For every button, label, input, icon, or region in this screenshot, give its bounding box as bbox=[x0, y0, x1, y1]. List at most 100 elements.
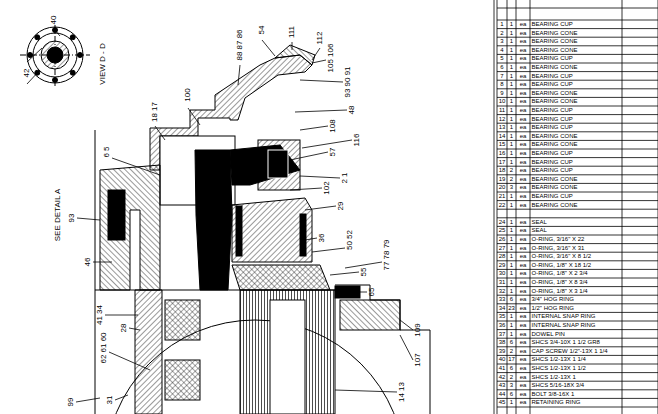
drawing-line bbox=[497, 260, 658, 261]
drawing-line bbox=[497, 355, 658, 356]
parts-description: O-RING, 1/8" X 8 3/4 bbox=[532, 278, 588, 287]
drawing-rect bbox=[165, 300, 200, 340]
drawing-line bbox=[497, 364, 658, 365]
parts-description: BEARING CUP bbox=[532, 54, 573, 63]
drawing-path bbox=[302, 140, 352, 148]
drawing-line bbox=[497, 114, 658, 115]
parts-table-cell: ea bbox=[516, 183, 530, 192]
parts-table-cell: ea bbox=[516, 252, 530, 261]
parts-table-cell: 24 bbox=[497, 218, 507, 227]
callout-number: 55 bbox=[360, 268, 368, 277]
callout-number: 65 bbox=[368, 288, 376, 297]
parts-table-cell: ea bbox=[516, 312, 530, 321]
drawing-line bbox=[497, 235, 658, 236]
view-note: SEE DETAIL A bbox=[54, 189, 62, 241]
callout-number: 77 78 79 bbox=[383, 239, 391, 270]
callout-number: 31 bbox=[106, 396, 114, 405]
parts-table-cell: 36 bbox=[497, 321, 507, 330]
parts-table-cell: 6 bbox=[507, 338, 516, 347]
parts-table-cell: ea bbox=[516, 355, 530, 364]
drawing-path bbox=[312, 60, 326, 63]
parts-description: INTERNAL SNAP RING bbox=[532, 312, 596, 321]
drawing-path bbox=[54, 29, 60, 36]
parts-description: BEARING CONE bbox=[532, 97, 578, 106]
drawing-polygon bbox=[100, 165, 160, 290]
callout-number: 100 bbox=[184, 88, 192, 101]
callout-number: 29 bbox=[337, 202, 345, 211]
callout-number: 6 5 bbox=[103, 146, 111, 157]
parts-description: DOWEL PIN bbox=[532, 330, 565, 339]
drawing-line bbox=[497, 338, 658, 339]
callout-number: 105 106 bbox=[327, 44, 335, 73]
parts-description: SHCS 1/2-13X 1 1/2 bbox=[532, 364, 586, 373]
parts-table-cell: ea bbox=[516, 347, 530, 356]
parts-table-cell: 6 bbox=[507, 364, 516, 373]
drawing-line bbox=[497, 346, 658, 347]
parts-table-cell: 4 bbox=[497, 46, 507, 55]
parts-table-cell: 33 bbox=[497, 295, 507, 304]
parts-description: 1/2" HOG RING bbox=[532, 304, 574, 313]
parts-table-cell: 25 bbox=[497, 226, 507, 235]
parts-table-cell: 1 bbox=[507, 312, 516, 321]
drawing-g bbox=[494, 0, 658, 414]
parts-description: BEARING CUP bbox=[532, 80, 573, 89]
parts-table-cell: ea bbox=[516, 381, 530, 390]
parts-table-cell: 14 bbox=[497, 132, 507, 141]
drawing-line bbox=[497, 0, 498, 414]
drawing-line bbox=[497, 398, 658, 399]
parts-table-cell: 1 bbox=[507, 226, 516, 235]
drawing-line bbox=[497, 157, 658, 158]
parts-table-cell: ea bbox=[516, 166, 530, 175]
parts-table-cell: 1 bbox=[507, 218, 516, 227]
drawing-path bbox=[330, 272, 359, 275]
drawing-line bbox=[497, 243, 658, 244]
drawing-polygon bbox=[275, 45, 315, 65]
parts-description: BEARING CONE bbox=[532, 140, 578, 149]
parts-table-cell: 7 bbox=[497, 72, 507, 81]
drawing-polygon bbox=[230, 145, 300, 185]
drawing-line bbox=[497, 97, 658, 98]
callout-number: 2 1 bbox=[341, 172, 349, 183]
parts-table-cell: 1 bbox=[507, 80, 516, 89]
callout-number: 102 bbox=[323, 181, 331, 194]
callout-number: 42 bbox=[23, 69, 31, 78]
parts-table-cell: 40 bbox=[497, 355, 507, 364]
drawing-line bbox=[497, 217, 658, 218]
parts-description: BEARING CUP bbox=[532, 158, 573, 167]
callout-number: 14 13 bbox=[398, 382, 406, 402]
parts-table-cell: 6 bbox=[507, 295, 516, 304]
parts-table-cell: 1 bbox=[507, 287, 516, 296]
parts-table-cell: 44 bbox=[497, 390, 507, 399]
callout-number: 111 bbox=[288, 26, 296, 38]
drawing-circle bbox=[53, 78, 58, 83]
parts-table-cell: 6 bbox=[497, 63, 507, 72]
drawing-line bbox=[497, 372, 658, 373]
drawing-polyline bbox=[335, 285, 430, 414]
drawing-line bbox=[497, 183, 658, 184]
drawing-path bbox=[109, 352, 150, 370]
parts-table-cell: 35 bbox=[497, 312, 507, 321]
callout-number: 112 bbox=[316, 32, 324, 45]
drawing-line bbox=[497, 226, 658, 227]
parts-table-cell: ea bbox=[516, 20, 530, 29]
drawing-line bbox=[497, 321, 658, 322]
drawing-path bbox=[305, 206, 336, 210]
parts-table-cell: 2 bbox=[497, 29, 507, 38]
drawing-path bbox=[115, 395, 128, 400]
parts-table-cell: 2 bbox=[507, 347, 516, 356]
callout-number: 57 bbox=[329, 148, 337, 157]
parts-table-cell: 17 bbox=[507, 355, 516, 364]
parts-table-cell: ea bbox=[516, 304, 530, 313]
parts-table-cell: 28 bbox=[497, 252, 507, 261]
parts-description: SHCS 1/2-13X 1 bbox=[532, 373, 576, 382]
view-note: VIEW D - D bbox=[99, 43, 107, 84]
parts-table-cell: ea bbox=[516, 158, 530, 167]
drawing-rect bbox=[300, 214, 306, 256]
parts-table-cell: ea bbox=[516, 261, 530, 270]
callout-number: 18 17 bbox=[151, 102, 159, 122]
callout-number: 48 bbox=[348, 106, 356, 115]
parts-description: SHCS 5/16-18X 3/4 bbox=[532, 381, 585, 390]
parts-table-cell: 1 bbox=[507, 106, 516, 115]
parts-table-cell: 1 bbox=[507, 252, 516, 261]
